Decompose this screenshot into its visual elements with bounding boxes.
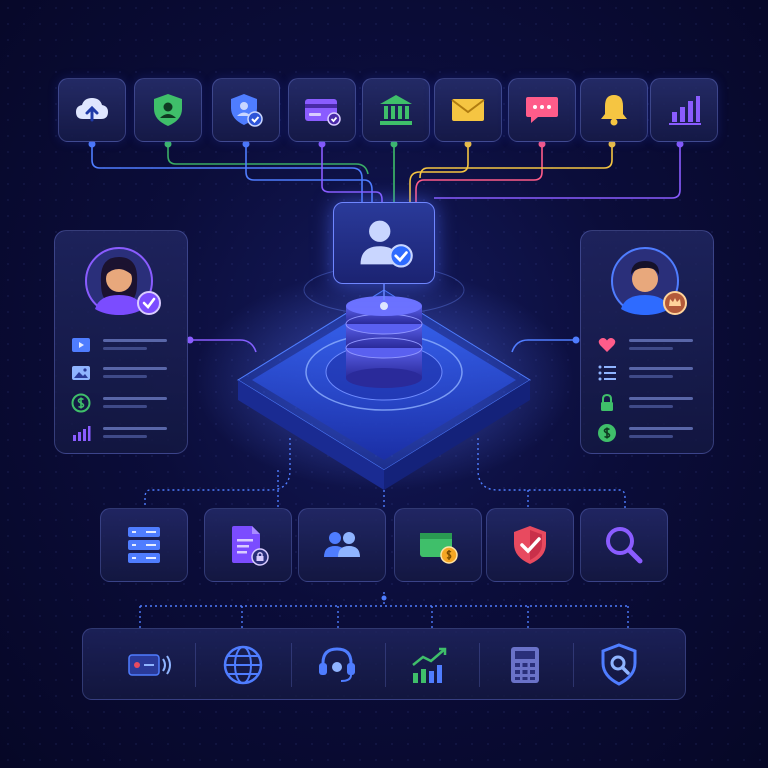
- secure-document-icon: [232, 526, 269, 566]
- headset-icon: [319, 647, 355, 682]
- search-icon: [606, 527, 643, 564]
- mail-icon: [451, 99, 485, 121]
- secure-document-tile[interactable]: [204, 508, 292, 582]
- dollar-icon: [71, 393, 91, 413]
- avatar-man: [611, 247, 687, 315]
- globe-item[interactable]: [215, 637, 271, 693]
- mail-tile[interactable]: [434, 78, 502, 142]
- bank-icon: [380, 95, 412, 125]
- crown-badge-icon: [669, 298, 681, 306]
- chat-tile[interactable]: [508, 78, 576, 142]
- globe-icon: [223, 645, 263, 685]
- users-tile[interactable]: [298, 508, 386, 582]
- bar-chart-icon: [73, 426, 91, 441]
- trend-chart-item[interactable]: [403, 637, 459, 693]
- cloud-upload-tile[interactable]: [58, 78, 126, 142]
- right-profile-card[interactable]: [580, 230, 714, 454]
- central-user-card[interactable]: [333, 202, 435, 284]
- image-icon: [72, 366, 90, 380]
- server-icon: [128, 527, 160, 563]
- profile-row-chart: [71, 423, 175, 443]
- wallet-icon: [420, 533, 458, 564]
- shield-user-icon: [154, 94, 182, 126]
- database-icon: [345, 296, 423, 388]
- contactless-card-item[interactable]: [123, 637, 179, 693]
- video-icon: [72, 338, 90, 352]
- profile-row-dollar: [71, 393, 175, 413]
- shield-check-tile[interactable]: [486, 508, 574, 582]
- left-profile-card[interactable]: [54, 230, 188, 454]
- heart-icon: [598, 338, 616, 352]
- shield-search-item[interactable]: [591, 637, 647, 693]
- credit-card-tile[interactable]: [288, 78, 356, 142]
- profile-row-list: [597, 363, 701, 383]
- bank-tile[interactable]: [362, 78, 430, 142]
- server-tile[interactable]: [100, 508, 188, 582]
- profile-row-heart: [597, 335, 701, 355]
- profile-row-dollar: [597, 423, 701, 443]
- cloud-upload-icon: [76, 98, 108, 122]
- profile-row-image: [71, 363, 175, 383]
- shield-check-icon: [514, 526, 546, 564]
- users-icon: [324, 532, 360, 557]
- trend-chart-icon: [412, 647, 447, 683]
- bar-chart-icon: [669, 96, 701, 125]
- calculator-item[interactable]: [497, 637, 553, 693]
- bell-tile[interactable]: [580, 78, 648, 142]
- bar-chart-tile[interactable]: [650, 78, 718, 142]
- dollar-icon: [598, 424, 616, 442]
- profile-row-video: [71, 335, 175, 355]
- shield-check-tile[interactable]: [212, 78, 280, 142]
- avatar-woman: [85, 247, 161, 315]
- wallet-tile[interactable]: [394, 508, 482, 582]
- list-icon: [598, 365, 616, 381]
- shield-check-icon: [231, 94, 263, 127]
- lock-icon: [601, 393, 613, 411]
- check-badge-icon: [142, 297, 156, 309]
- bottom-tool-bar: [82, 628, 686, 700]
- bell-icon: [601, 95, 627, 126]
- search-tile[interactable]: [580, 508, 668, 582]
- shield-search-icon: [601, 643, 637, 686]
- calculator-icon: [511, 647, 539, 683]
- chat-icon: [526, 97, 558, 123]
- credit-card-icon: [305, 99, 341, 126]
- card-contactless-icon: [128, 654, 171, 676]
- headset-item[interactable]: [309, 637, 365, 693]
- profile-row-lock: [597, 393, 701, 413]
- shield-user-tile[interactable]: [134, 78, 202, 142]
- user-verified-icon: [360, 220, 413, 268]
